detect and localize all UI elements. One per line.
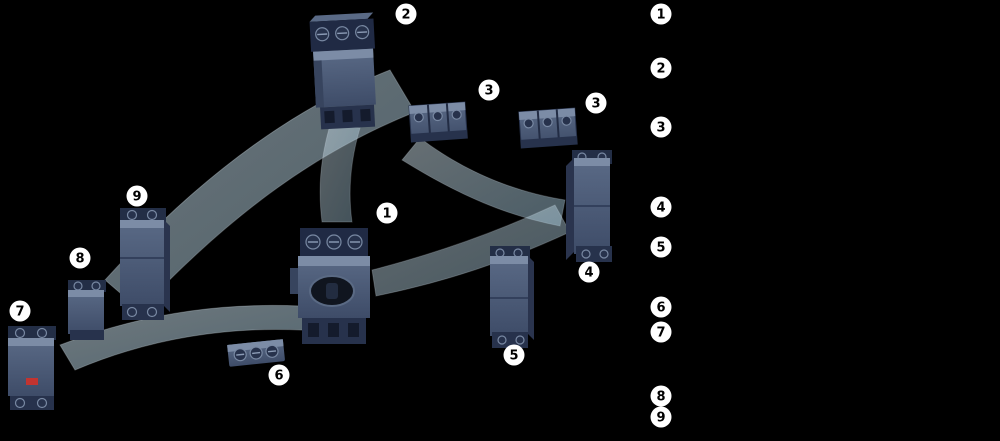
legend-item-9-circle (650, 406, 672, 428)
callout-1-4: 1 (376, 202, 398, 224)
legend-item-6: 6 (650, 296, 672, 318)
callout-4-6-number: 4 (584, 266, 593, 281)
legend-item-2: 2 (650, 57, 672, 79)
legend-item-8-circle (650, 385, 672, 407)
legend-item-9: 9 (650, 406, 672, 428)
callout-8-5-circle (69, 247, 91, 269)
legend-item-1-circle (650, 3, 672, 25)
callout-1-4-number: 1 (382, 207, 391, 222)
legend-item-4-number: 4 (656, 201, 665, 216)
device-8-aux-switch (68, 280, 106, 340)
flow-ribbon-right-sweep (371, 204, 571, 297)
callout-3-1-circle (478, 79, 500, 101)
callout-5-8: 5 (503, 344, 525, 366)
flow-ribbons (59, 69, 571, 371)
callout-9-3: 9 (126, 185, 148, 207)
legend-item-1-number: 1 (656, 8, 665, 23)
legend-item-2-number: 2 (656, 62, 665, 77)
device-1-main-breaker (290, 228, 370, 344)
callout-7-7-circle (9, 300, 31, 322)
callout-1-4-circle (376, 202, 398, 224)
legend-item-7-number: 7 (656, 326, 665, 341)
legend-item-4-circle (650, 196, 672, 218)
callout-layer: 2 3 3 9 1 8 4 7 5 6 (9, 3, 607, 386)
red-indicator (26, 378, 38, 385)
callout-3-1: 3 (478, 79, 500, 101)
legend-layer: 1 2 3 4 5 6 7 8 9 (650, 3, 672, 428)
callout-3-2-circle (585, 92, 607, 114)
callout-9-3-number: 9 (132, 190, 141, 205)
legend-item-7: 7 (650, 321, 672, 343)
callout-7-7-number: 7 (15, 305, 24, 320)
callout-5-8-circle (503, 344, 525, 366)
legend-item-3: 3 (650, 116, 672, 138)
callout-3-2-number: 3 (591, 97, 600, 112)
device-2-circuit-breaker (309, 12, 376, 130)
callout-9-3-circle (126, 185, 148, 207)
legend-item-3-circle (650, 116, 672, 138)
callout-2-0-circle (395, 3, 417, 25)
callout-4-6: 4 (578, 261, 600, 283)
legend-item-5: 5 (650, 236, 672, 258)
device-4-side-module (566, 150, 612, 262)
callout-2-0-number: 2 (401, 8, 410, 23)
device-3a-terminal-module-set (408, 101, 468, 143)
device-3b-terminal-module-set (518, 107, 578, 149)
legend-item-5-circle (650, 236, 672, 258)
legend-item-6-number: 6 (656, 301, 665, 316)
device-6-terminal-block (227, 339, 285, 367)
callout-6-9-circle (268, 364, 290, 386)
device-9-aux-module (120, 208, 170, 320)
callout-8-5-number: 8 (75, 252, 84, 267)
device-7-aux-module (8, 326, 56, 410)
legend-item-1: 1 (650, 3, 672, 25)
callout-6-9-number: 6 (274, 369, 283, 384)
callout-2-0: 2 (395, 3, 417, 25)
callout-5-8-number: 5 (509, 349, 518, 364)
device-5-side-module (490, 246, 534, 348)
callout-3-1-number: 3 (484, 84, 493, 99)
callout-3-2: 3 (585, 92, 607, 114)
callout-6-9: 6 (268, 364, 290, 386)
legend-item-6-circle (650, 296, 672, 318)
legend-item-2-circle (650, 57, 672, 79)
callout-7-7: 7 (9, 300, 31, 322)
callout-8-5: 8 (69, 247, 91, 269)
legend-item-3-number: 3 (656, 121, 665, 136)
legend-item-7-circle (650, 321, 672, 343)
legend-item-5-number: 5 (656, 241, 665, 256)
legend-item-8-number: 8 (656, 390, 665, 405)
legend-item-9-number: 9 (656, 411, 665, 426)
flow-ribbon-center-vertical (319, 124, 361, 223)
legend-item-8: 8 (650, 385, 672, 407)
callout-4-6-circle (578, 261, 600, 283)
legend-item-4: 4 (650, 196, 672, 218)
